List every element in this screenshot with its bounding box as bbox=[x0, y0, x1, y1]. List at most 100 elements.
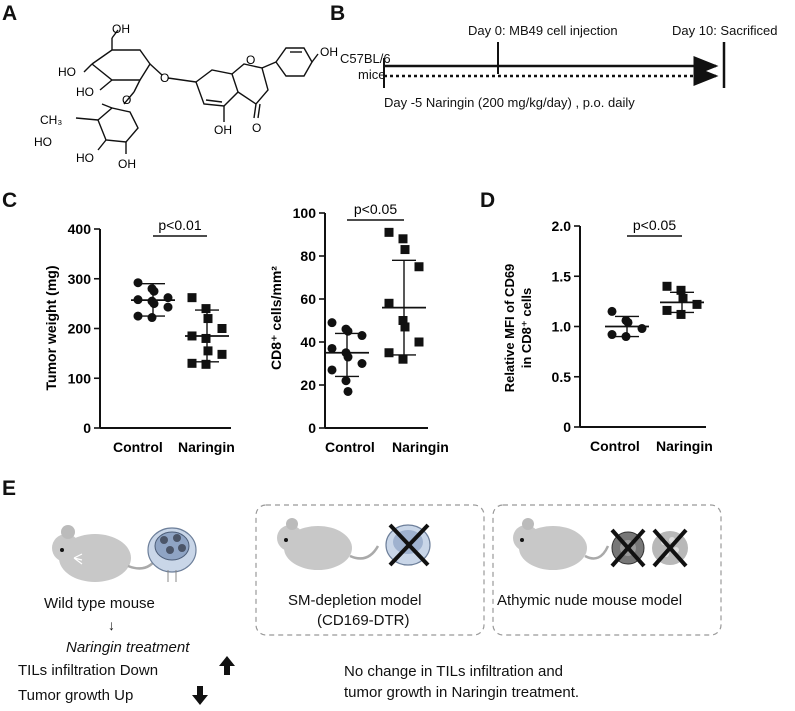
p-value-label: p<0.01 bbox=[158, 217, 201, 233]
nude-mouse-box bbox=[492, 504, 722, 636]
x-mark-icon bbox=[652, 528, 688, 568]
data-point bbox=[678, 293, 688, 303]
data-point bbox=[187, 358, 197, 368]
y-tick-label: 0 bbox=[308, 420, 316, 436]
data-point bbox=[357, 331, 367, 341]
y-tick-label: 100 bbox=[68, 370, 92, 386]
data-point bbox=[607, 306, 617, 316]
data-point bbox=[327, 365, 337, 375]
x-tick-label: Control bbox=[113, 439, 163, 455]
panel-letter-d: D bbox=[480, 189, 496, 212]
x-mark-icon bbox=[610, 528, 646, 568]
x-tick-label: Naringin bbox=[656, 438, 713, 454]
arrow-down-icon bbox=[192, 686, 208, 705]
data-point bbox=[400, 245, 410, 255]
panel-letter-c: C bbox=[2, 189, 18, 212]
data-point bbox=[327, 343, 337, 353]
p-value-label: p<0.05 bbox=[354, 201, 397, 217]
y-tick-label: 400 bbox=[68, 221, 92, 237]
mol-label: HO bbox=[76, 85, 94, 99]
x-tick-label: Naringin bbox=[392, 439, 449, 455]
mol-label: O bbox=[246, 53, 255, 67]
data-point bbox=[327, 318, 337, 328]
day0-label: Day 0: MB49 cell injection bbox=[468, 23, 618, 38]
mice-label: mice bbox=[358, 67, 386, 82]
data-point bbox=[398, 354, 408, 364]
mol-label: HO bbox=[58, 65, 76, 79]
data-point bbox=[201, 333, 211, 343]
y-tick-label: 20 bbox=[300, 377, 316, 393]
data-point bbox=[163, 302, 173, 312]
naringin-treatment-label: Naringin treatment bbox=[66, 639, 190, 656]
mouse-icon bbox=[277, 518, 380, 570]
x-mark-icon bbox=[388, 523, 430, 567]
strain-label: C57BL/6 bbox=[340, 51, 391, 66]
mol-label: HO bbox=[34, 135, 52, 149]
y-tick-label: 200 bbox=[68, 321, 92, 337]
sm-depletion-box bbox=[255, 504, 485, 636]
data-point bbox=[398, 316, 408, 325]
y-axis-label: CD8⁺ cells/mm² bbox=[268, 266, 284, 370]
y-tick-label: 300 bbox=[68, 271, 92, 287]
data-point bbox=[217, 324, 227, 333]
data-point bbox=[662, 281, 672, 291]
data-point bbox=[357, 359, 367, 368]
panel-letter-e: E bbox=[2, 477, 17, 500]
down-arrow-glyph: ↓ bbox=[108, 617, 115, 633]
y-tick-label: 0 bbox=[83, 420, 91, 436]
mol-label: O bbox=[160, 71, 169, 85]
nude-mouse-label: Athymic nude mouse model bbox=[497, 592, 683, 609]
data-point bbox=[398, 234, 408, 244]
y-axis-label: in CD8⁺ cells bbox=[519, 288, 534, 369]
data-point bbox=[149, 286, 159, 296]
data-point bbox=[203, 346, 213, 356]
data-point bbox=[676, 285, 686, 295]
day10-label: Day 10: Sacrificed bbox=[672, 23, 778, 38]
data-point bbox=[217, 349, 227, 359]
data-point bbox=[692, 299, 702, 309]
data-point bbox=[400, 322, 410, 332]
data-point bbox=[133, 311, 143, 321]
y-tick-label: 0.5 bbox=[552, 369, 572, 385]
y-tick-label: 2.0 bbox=[552, 218, 572, 234]
y-tick-label: 1.5 bbox=[552, 268, 572, 284]
data-point bbox=[147, 313, 157, 323]
mol-label: CH₃ bbox=[40, 113, 62, 127]
y-tick-label: 1.0 bbox=[552, 319, 572, 335]
cd169-dtr-label: (CD169-DTR) bbox=[317, 612, 410, 629]
data-point bbox=[149, 299, 159, 309]
data-point bbox=[414, 337, 424, 347]
data-point bbox=[384, 227, 394, 237]
y-axis-label: Relative MFI of CD69 bbox=[502, 264, 517, 393]
tumor-growth-label: Tumor growth Up bbox=[18, 687, 134, 704]
conclusion-line-2: tumor growth in Naringin treatment. bbox=[344, 684, 580, 701]
day-minus5-label: Day -5 Naringin (200 mg/kg/day) , p.o. d… bbox=[384, 95, 635, 110]
mol-label: OH bbox=[214, 123, 232, 137]
panel-letter-a: A bbox=[2, 2, 18, 25]
data-point bbox=[201, 304, 211, 314]
til-infiltration-label: TILs infiltration Down bbox=[18, 662, 159, 679]
y-tick-label: 80 bbox=[300, 248, 316, 264]
data-point bbox=[623, 317, 633, 327]
wild-type-label: Wild type mouse bbox=[44, 595, 155, 612]
arrow-up-icon bbox=[219, 656, 235, 675]
y-tick-label: 40 bbox=[300, 334, 316, 350]
mol-label: OH bbox=[112, 22, 130, 36]
data-point bbox=[343, 352, 353, 362]
y-tick-label: 60 bbox=[300, 291, 316, 307]
y-tick-label: 100 bbox=[293, 205, 317, 221]
data-point bbox=[341, 376, 351, 386]
x-tick-label: Control bbox=[325, 439, 375, 455]
data-point bbox=[343, 386, 353, 396]
conclusion-line-1: No change in TILs infiltration and bbox=[344, 663, 564, 680]
data-point bbox=[384, 348, 394, 358]
mol-label: HO bbox=[76, 151, 94, 165]
data-point bbox=[607, 330, 617, 340]
y-tick-label: 0 bbox=[563, 419, 571, 435]
lymph-node-icon bbox=[147, 527, 197, 582]
data-point bbox=[187, 293, 197, 303]
data-point bbox=[203, 314, 213, 324]
